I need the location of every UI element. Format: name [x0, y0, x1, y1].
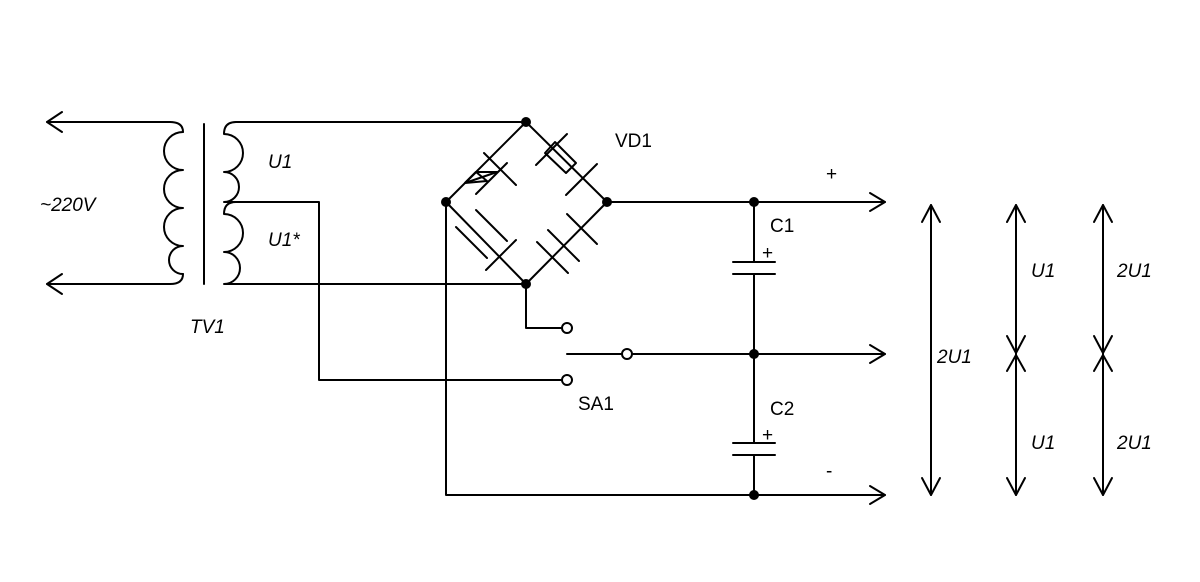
switch-label: SA1 [578, 394, 614, 415]
transformer-tv1: ~220V TV1 U1 U1* [40, 111, 300, 338]
bridge-label: VD1 [615, 131, 652, 152]
switch-contact-lower [561, 374, 573, 386]
voltage-right-bottom-label: 2U1 [1116, 433, 1152, 454]
wire-bridge-bottom-to-switch [525, 283, 563, 329]
diode-top-left [464, 152, 517, 195]
voltage-arrow-total: 2U1 [921, 204, 972, 496]
secondary-winding-bottom [223, 201, 244, 285]
switch-sa1: SA1 [561, 322, 633, 415]
transformer-label: TV1 [190, 317, 225, 338]
diode-top-right [535, 133, 598, 196]
primary-winding [163, 131, 184, 275]
output-terminals: + - [826, 164, 886, 505]
voltage-arrows-right: 2U1 2U1 [1093, 204, 1152, 496]
output-positive-arrow [869, 192, 886, 212]
capacitor-c2: C2 + [732, 399, 794, 456]
wire-centertap-to-switch [235, 201, 563, 381]
c1-polarity: + [762, 243, 773, 264]
output-plus-label: + [826, 164, 837, 185]
switch-contact-upper [561, 322, 573, 334]
output-minus-label: - [826, 461, 832, 482]
winding-top-label: U1 [268, 152, 292, 173]
voltage-middle-bottom-label: U1 [1031, 433, 1055, 454]
diode-bottom-left [455, 209, 517, 271]
c2-polarity: + [762, 425, 773, 446]
c2-label: C2 [770, 399, 794, 420]
voltage-right-top-label: 2U1 [1116, 261, 1152, 282]
secondary-winding-top [223, 121, 244, 203]
wiring [235, 121, 886, 496]
voltage-arrows-middle: U1 U1 [1006, 204, 1055, 496]
voltage-middle-top-label: U1 [1031, 261, 1055, 282]
wire-bridge-left-to-negative [445, 201, 886, 496]
capacitor-c1: C1 + [732, 216, 794, 275]
switch-pivot [621, 348, 633, 360]
diode-bottom-right [536, 213, 598, 274]
mains-voltage-label: ~220V [40, 195, 98, 216]
winding-bottom-label: U1* [268, 230, 300, 251]
voltage-total-label: 2U1 [936, 347, 972, 368]
bridge-outline [445, 121, 608, 285]
mains-input-bottom-lead [46, 273, 184, 295]
c1-label: C1 [770, 216, 794, 237]
output-negative-arrow [869, 485, 886, 505]
mains-input-top-lead [46, 111, 184, 133]
output-midpoint-arrow [869, 344, 886, 364]
junction-dots [441, 117, 759, 500]
